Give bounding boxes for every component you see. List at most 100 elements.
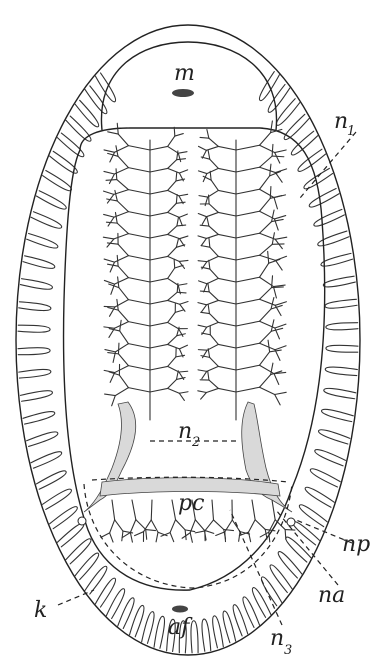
diverticulum-branch xyxy=(150,234,168,238)
diverticulum-branch xyxy=(260,167,276,172)
papilla xyxy=(319,430,350,444)
diverticulum-branch xyxy=(179,393,184,400)
diverticulum-branch xyxy=(122,533,130,538)
diverticulum-branch xyxy=(179,214,187,217)
diverticulum-branch xyxy=(210,159,219,168)
diverticulum-branch xyxy=(208,190,219,197)
papilla xyxy=(326,345,358,352)
papilla xyxy=(323,276,355,287)
papilla xyxy=(23,412,55,425)
papilla xyxy=(27,233,58,248)
diverticulum-branch xyxy=(118,354,128,366)
label-n2: n xyxy=(178,419,192,444)
diverticulum-branch xyxy=(128,300,150,304)
diverticulum-branch xyxy=(115,520,123,531)
diverticulum-branch xyxy=(260,255,276,260)
diverticulum-branch xyxy=(135,532,144,536)
diverticulum-branch xyxy=(109,174,114,184)
diverticulum-branch xyxy=(117,201,128,212)
diverticulum-branch xyxy=(179,170,187,173)
diverticulum-branch xyxy=(120,331,129,344)
papilla xyxy=(304,168,333,188)
diverticulum-branch xyxy=(209,195,210,204)
diverticulum-branch xyxy=(209,204,218,213)
diverticulum-branch xyxy=(198,236,206,239)
diverticulum-branch xyxy=(177,159,186,160)
diverticulum-branch xyxy=(208,349,209,358)
diverticulum-branch xyxy=(260,198,271,211)
diverticulum-branch xyxy=(272,144,273,156)
diverticulum-branch xyxy=(236,211,260,216)
diverticulum-branch xyxy=(168,146,179,153)
diverticulum-branch xyxy=(168,322,179,328)
diverticulum-branch xyxy=(209,260,210,269)
papilla xyxy=(223,611,236,643)
diverticulum-branch xyxy=(178,153,180,161)
diverticulum-branch xyxy=(275,169,286,173)
diverticulum-branch xyxy=(216,532,225,536)
papilla xyxy=(36,471,66,489)
papilla xyxy=(36,191,66,209)
diverticulum-branch xyxy=(115,212,117,223)
diverticulum-branch xyxy=(112,396,116,406)
marginal-papillae xyxy=(18,72,358,653)
diverticulum-branch xyxy=(260,387,275,394)
diverticulum-branch xyxy=(146,530,156,531)
diverticulum-branch xyxy=(168,212,180,217)
diverticulum-branch xyxy=(115,190,117,201)
papilla xyxy=(324,388,356,398)
papilla xyxy=(286,537,311,562)
diverticulum-branch xyxy=(106,222,117,223)
diverticulum-branch xyxy=(218,168,236,172)
diverticulum-branch xyxy=(285,530,286,540)
diverticulum-branch xyxy=(260,244,273,255)
diverticulum-branch xyxy=(201,312,210,313)
diverticulum-branch xyxy=(136,520,146,530)
diverticulum-branch xyxy=(118,156,128,167)
diverticulum-branch xyxy=(118,134,128,146)
diverticulum-branch xyxy=(198,214,206,217)
diverticulum-branch xyxy=(211,180,218,190)
papilla xyxy=(321,253,353,266)
papilla xyxy=(18,348,50,355)
diverticulum-branch xyxy=(177,292,186,293)
diverticulum-branch xyxy=(210,335,218,345)
diverticulum-branch xyxy=(117,123,118,134)
diverticulum-branch xyxy=(232,520,240,532)
diverticulum-branch xyxy=(107,199,118,201)
diverticulum-branch xyxy=(274,374,279,385)
diverticulum-branch xyxy=(105,394,116,396)
papilla xyxy=(305,487,334,507)
diverticulum-branch xyxy=(275,392,287,394)
diverticulum-branch xyxy=(132,500,136,520)
diverticulum-branch xyxy=(168,256,180,261)
diverticulum-branch xyxy=(180,236,188,239)
papilla xyxy=(50,151,78,173)
diverticulum-branch xyxy=(210,269,218,278)
diverticulum-branch xyxy=(103,237,114,239)
diverticulum-branch xyxy=(198,261,207,262)
papilla xyxy=(66,539,91,564)
diverticulum-branch xyxy=(110,373,115,383)
diverticulum-branch xyxy=(225,532,226,542)
diverticulum-branch xyxy=(272,500,275,520)
diverticulum-branch xyxy=(178,152,187,153)
diverticulum-branch xyxy=(146,530,147,540)
diverticulum-branch xyxy=(260,375,271,388)
diverticulum-branch xyxy=(119,375,128,387)
label-n2-sub: 2 xyxy=(191,435,200,450)
diverticulum-branch xyxy=(207,322,219,327)
papilla xyxy=(23,256,55,269)
label-n1-sub: 1 xyxy=(347,124,355,139)
diverticulum-branch xyxy=(209,314,218,323)
diverticulum-branch xyxy=(115,388,128,396)
diverticulum-branch xyxy=(210,357,219,366)
diverticulum-branch xyxy=(200,225,209,226)
k-marker xyxy=(78,517,86,525)
diverticulum-branch xyxy=(218,146,236,150)
diverticulum-branch xyxy=(198,303,207,305)
diverticulum-branch xyxy=(118,244,128,255)
diverticulum-branch xyxy=(150,322,168,326)
diverticulum-branch xyxy=(198,325,207,327)
diverticulum-branch xyxy=(168,203,177,212)
